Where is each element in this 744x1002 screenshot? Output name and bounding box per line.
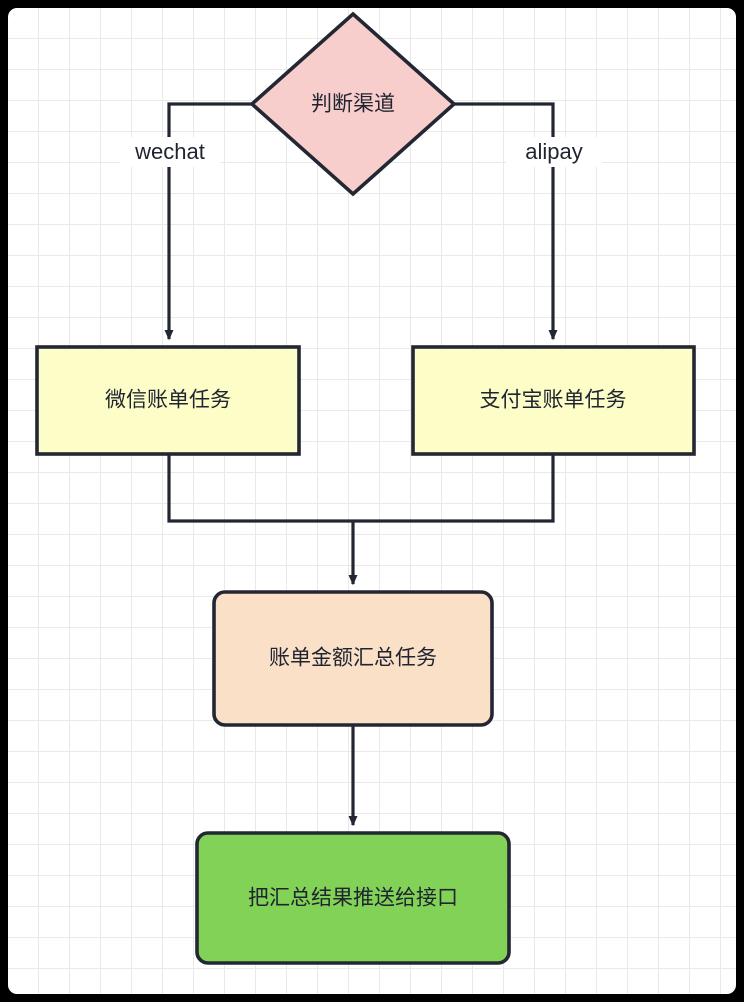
edge-alipay-label-bg bbox=[506, 137, 602, 167]
edge-wechat-label-bg bbox=[120, 137, 220, 167]
push-summary-label: 把汇总结果推送给接口 bbox=[248, 887, 458, 910]
node-decision-channel[interactable]: 判断渠道 bbox=[249, 11, 457, 197]
edge-alipay: alipay bbox=[454, 102, 602, 341]
wechat-bill-task-label: 微信账单任务 bbox=[105, 389, 231, 412]
edge-wechat-to-merge bbox=[167, 454, 353, 523]
node-task-alipay-bill[interactable]: 支付宝账单任务 bbox=[411, 345, 696, 456]
edge-label-wechat: wechat bbox=[134, 139, 205, 164]
push-summary-shape[interactable] bbox=[195, 831, 511, 965]
decision-diamond-shape[interactable] bbox=[249, 11, 457, 197]
alipay-bill-task-shape[interactable] bbox=[411, 345, 696, 456]
edge-wechat-path bbox=[164, 102, 252, 341]
edge-label-alipay: alipay bbox=[525, 139, 582, 164]
bill-amount-summary-label: 账单金额汇总任务 bbox=[269, 647, 437, 670]
node-push-summary-to-interface[interactable]: 把汇总结果推送给接口 bbox=[195, 831, 511, 965]
edge-wechat: wechat bbox=[120, 102, 252, 341]
node-task-wechat-bill[interactable]: 微信账单任务 bbox=[35, 345, 301, 456]
bill-amount-summary-shape[interactable] bbox=[212, 590, 494, 727]
edge-alipay-path bbox=[454, 102, 558, 341]
alipay-bill-task-label: 支付宝账单任务 bbox=[480, 389, 627, 412]
decision-channel-label: 判断渠道 bbox=[311, 93, 395, 116]
edge-alipay-to-merge bbox=[353, 454, 555, 523]
node-task-bill-amount-summary[interactable]: 账单金额汇总任务 bbox=[212, 590, 494, 727]
wechat-bill-task-shape[interactable] bbox=[35, 345, 301, 456]
